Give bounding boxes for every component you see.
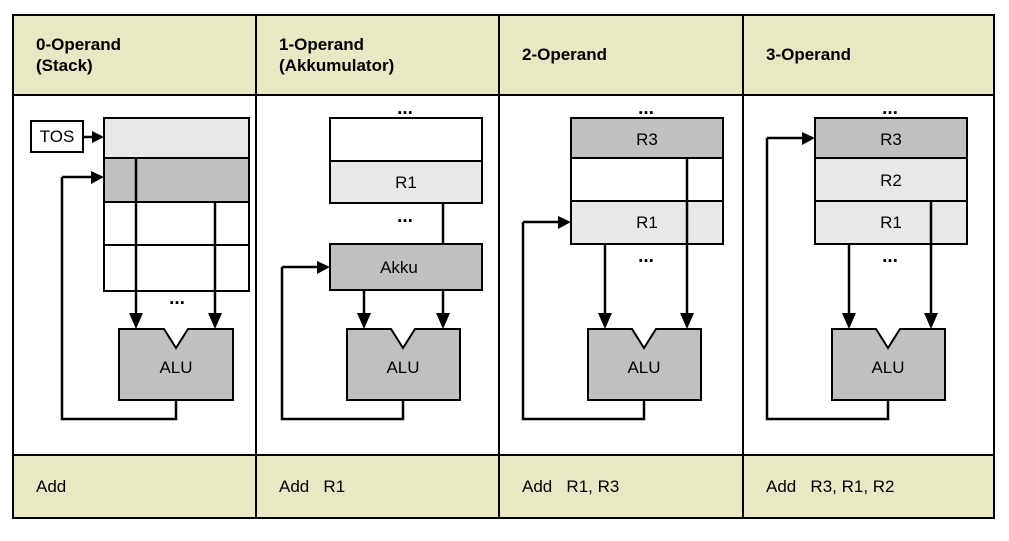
result-feedback-arrow <box>802 132 815 145</box>
alu-label: ALU <box>627 358 660 377</box>
header-label-two-operand: 2-Operand <box>522 45 608 65</box>
instruction-label-two-operand: Add R1, R3 <box>522 476 620 496</box>
register-label-r1: R1 <box>636 213 658 232</box>
instruction-label-three-operand: Add R3, R1, R2 <box>766 476 895 496</box>
operand-arrow-a <box>357 313 371 329</box>
result-feedback-arrow <box>91 171 104 184</box>
instruction-label-one-operand: Add R1 <box>279 476 346 496</box>
table-header-row: 0-Operand (Stack) 1-Operand (Akkumulator… <box>14 16 993 96</box>
tos-pointer-label: TOS <box>40 127 75 146</box>
register-label-r1: R1 <box>880 213 902 232</box>
alu-shape <box>587 328 702 401</box>
table-footer-row: Add Add R1 Add R1, R3 Add R3, R1, R2 <box>14 454 993 517</box>
header-label-three-operand: 3-Operand <box>766 45 852 65</box>
stack-cell-1 <box>103 157 250 203</box>
register-cell-empty <box>570 157 724 202</box>
operand-arrow-a <box>129 313 143 329</box>
register-label-r3: R3 <box>880 130 902 149</box>
result-feedback-path <box>60 177 178 421</box>
stack-cell-3 <box>103 244 250 292</box>
operand-arrow-b <box>680 313 694 329</box>
register-label-r3: R3 <box>636 130 658 149</box>
tos-arrow-head <box>92 131 104 143</box>
footer-cell-two-operand: Add R1, R3 <box>498 456 742 517</box>
stack-ellipsis: ... <box>169 288 185 309</box>
comparison-table: 0-Operand (Stack) 1-Operand (Akkumulator… <box>12 14 995 519</box>
accumulator-box <box>329 243 483 291</box>
footer-cell-one-operand: Add R1 <box>255 456 498 517</box>
result-feedback-path <box>521 222 646 421</box>
register-bottom-ellipsis: ... <box>638 246 654 267</box>
stack-cell-2 <box>103 201 250 246</box>
register-top-ellipsis: ... <box>638 98 654 119</box>
alu-shape <box>831 328 946 401</box>
table-body-row: TOS ... ALU <box>14 96 993 454</box>
result-feedback-arrow <box>317 261 330 274</box>
register-label-r1: R1 <box>395 173 417 192</box>
stack-machine-diagram: TOS ... ALU <box>30 117 250 421</box>
body-cell-one-operand: ... R1 ... Akku <box>255 96 498 454</box>
register-cell-r3 <box>570 117 724 159</box>
stack-cell-0 <box>103 117 250 159</box>
register-cell-r1 <box>570 200 724 245</box>
register-cell-r1 <box>814 200 968 245</box>
result-feedback-path <box>280 267 405 421</box>
operand-arrow-b <box>208 313 222 329</box>
body-cell-zero-operand: TOS ... ALU <box>14 96 255 454</box>
two-operand-machine-diagram: ... R3 R1 ... ALU <box>521 98 724 421</box>
operand-arrow-a <box>842 313 856 329</box>
alu-label: ALU <box>871 358 904 377</box>
accumulator-machine-diagram: ... R1 ... Akku <box>280 98 483 421</box>
register-cell-r2 <box>814 157 968 202</box>
header-cell-zero-operand: 0-Operand (Stack) <box>14 16 255 94</box>
register-cell-0 <box>329 117 483 162</box>
tos-pointer-box <box>30 120 84 153</box>
alu-shape <box>346 328 461 401</box>
alu-label: ALU <box>159 358 192 377</box>
register-bottom-ellipsis: ... <box>882 246 898 267</box>
instruction-label-zero-operand: Add <box>36 476 67 496</box>
accumulator-label: Akku <box>380 258 418 277</box>
register-bottom-ellipsis: ... <box>397 206 413 227</box>
register-cell-1 <box>329 160 483 204</box>
footer-cell-zero-operand: Add <box>14 456 255 517</box>
body-cell-three-operand: ... R3 R2 R1 ... <box>742 96 993 454</box>
three-operand-machine-diagram: ... R3 R2 R1 ... <box>765 98 968 421</box>
operand-arrow-b <box>436 313 450 329</box>
alu-shape <box>118 328 234 401</box>
register-top-ellipsis: ... <box>397 98 413 119</box>
result-feedback-path <box>765 138 890 421</box>
header-cell-one-operand: 1-Operand (Akkumulator) <box>255 16 498 94</box>
result-feedback-arrow <box>558 216 571 229</box>
register-label-r2: R2 <box>880 171 902 190</box>
operand-arrow-a <box>598 313 612 329</box>
header-label-zero-operand: 0-Operand (Stack) <box>36 34 122 75</box>
header-cell-two-operand: 2-Operand <box>498 16 742 94</box>
body-cell-two-operand: ... R3 R1 ... ALU <box>498 96 742 454</box>
footer-cell-three-operand: Add R3, R1, R2 <box>742 456 993 517</box>
operand-arrow-b <box>924 313 938 329</box>
register-top-ellipsis: ... <box>882 98 898 119</box>
alu-label: ALU <box>386 358 419 377</box>
header-label-one-operand: 1-Operand (Akkumulator) <box>279 34 395 75</box>
header-cell-three-operand: 3-Operand <box>742 16 993 94</box>
